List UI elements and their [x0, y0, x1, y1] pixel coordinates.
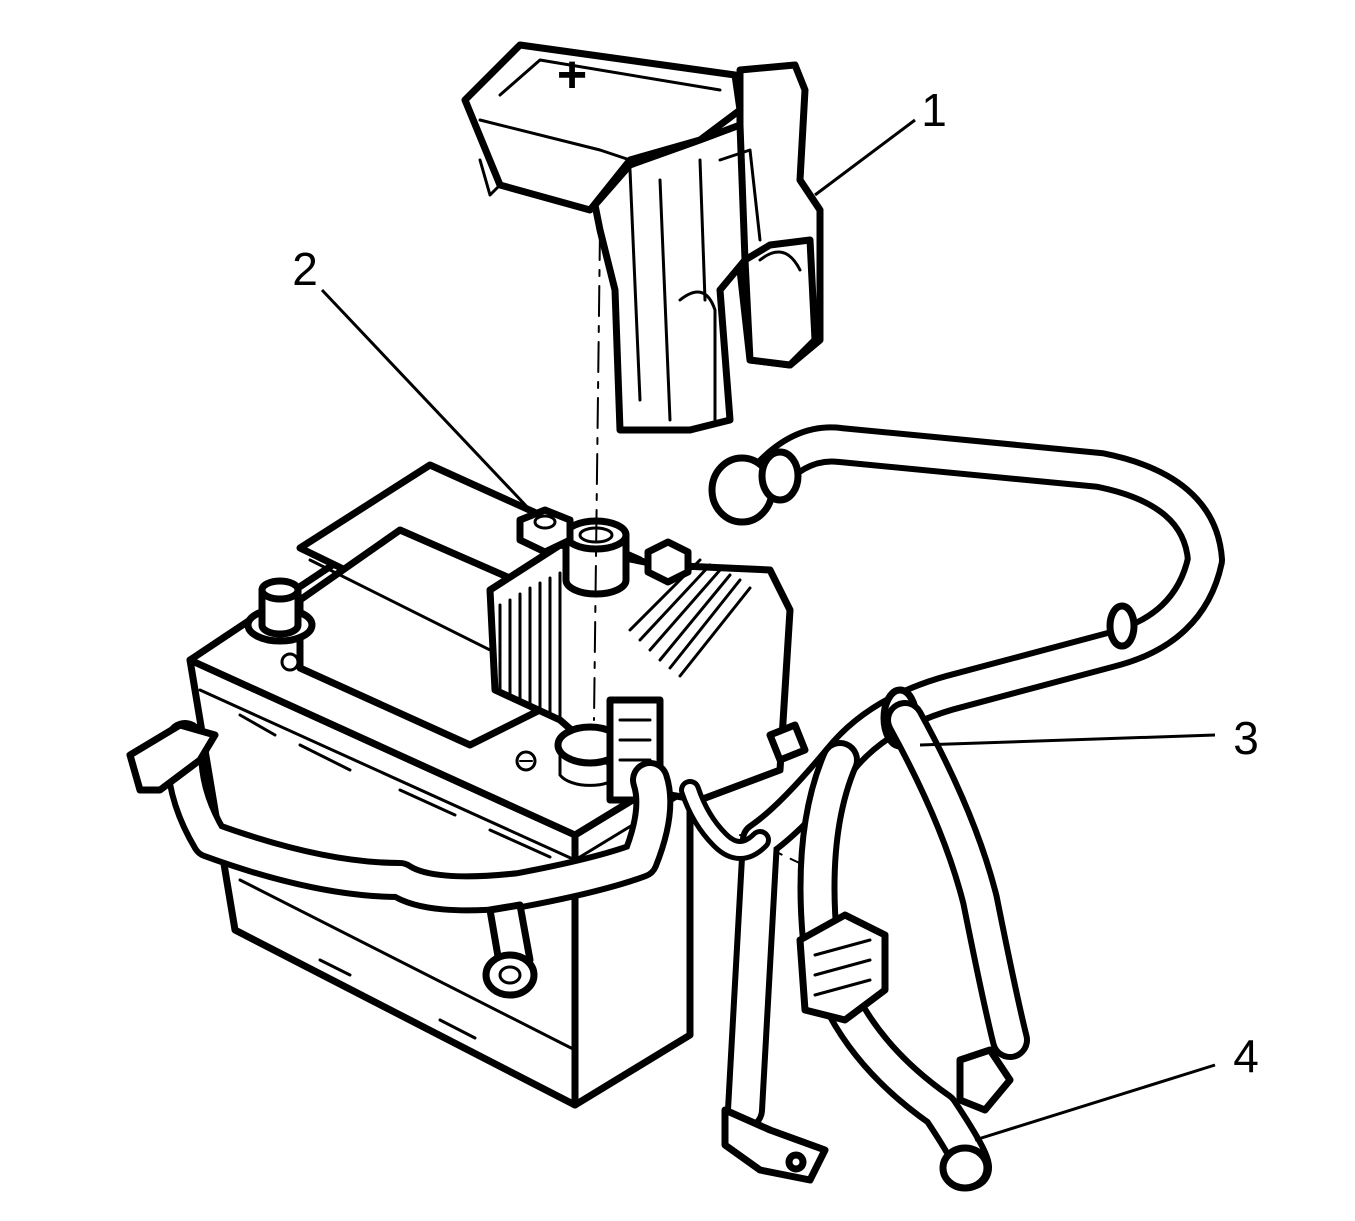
positive-cable-harness [708, 424, 1225, 1192]
negative-post [244, 577, 316, 645]
leader-3 [919, 733, 1216, 747]
callout-2: 2 [292, 243, 318, 295]
leader-4 [974, 1063, 1216, 1142]
callout-4: 4 [1233, 1030, 1259, 1082]
terminal-cover [461, 41, 824, 434]
positive-symbol: + [557, 46, 587, 104]
callout-1: 1 [921, 84, 947, 136]
leader-1 [814, 118, 916, 197]
ground-cable [126, 720, 771, 999]
leader-2 [320, 288, 532, 512]
alignment-centerline [593, 229, 601, 721]
callout-3: 3 [1233, 712, 1259, 764]
